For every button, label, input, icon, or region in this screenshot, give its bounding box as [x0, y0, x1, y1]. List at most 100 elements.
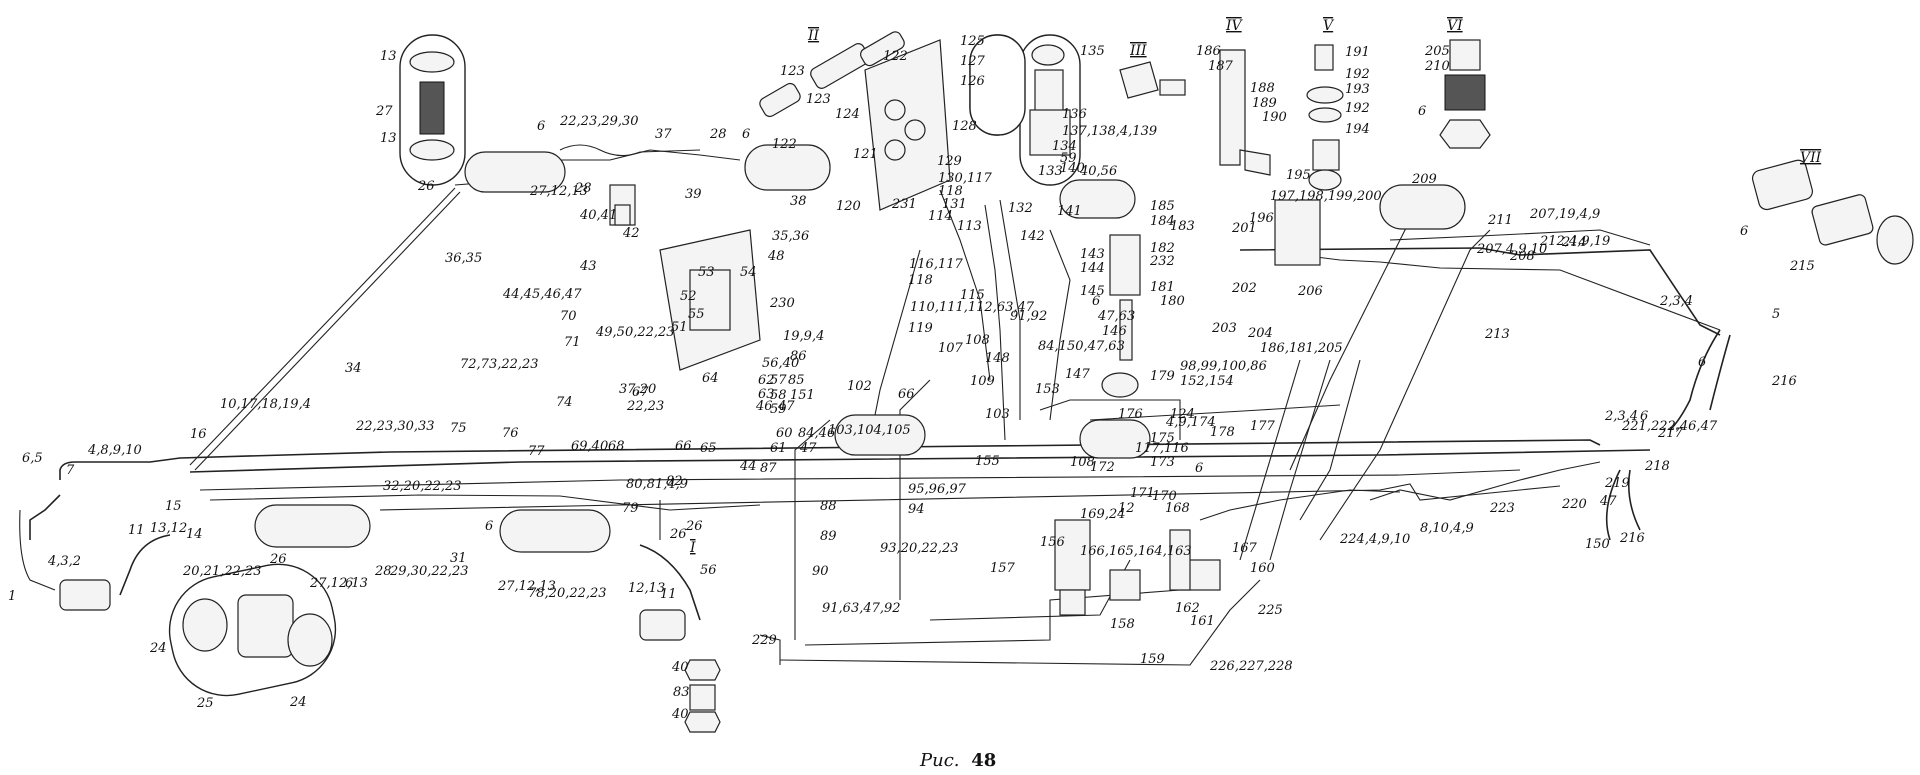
part-label: 173	[1150, 455, 1175, 470]
caption-number: 48	[971, 750, 996, 771]
part-label: 44,45,46,47	[502, 287, 582, 302]
part-label: 77	[528, 444, 545, 459]
part-label: 62	[758, 373, 775, 388]
part-label: 37	[655, 127, 672, 142]
part-label: 217	[1657, 426, 1684, 441]
part-label: 207,19,4,9	[1529, 207, 1600, 222]
valve-components	[59, 31, 1914, 733]
part-label: 201	[1231, 221, 1257, 236]
part-label: 136	[1062, 107, 1087, 122]
part-label: 55	[688, 307, 705, 322]
part-label: 110,111,112,63,47	[910, 300, 1035, 315]
part-label: 86	[790, 349, 807, 364]
part-label: 42	[622, 226, 640, 241]
part-label: 212,4,9,19	[1539, 234, 1610, 249]
part-label: 167	[1232, 541, 1258, 556]
part-label: 116,117	[909, 257, 963, 272]
part-label: 232	[1149, 254, 1175, 269]
part-label: 22,23	[626, 399, 664, 414]
part-label: 204	[1247, 326, 1273, 341]
part-label: 126	[960, 74, 985, 89]
part-label: 35,36	[772, 229, 809, 244]
part-label: 175	[1150, 431, 1175, 446]
part-label: 145	[1080, 284, 1105, 299]
part-label: 76	[502, 426, 519, 441]
part-label: 40,41	[579, 208, 617, 223]
part-label: 158	[1110, 617, 1135, 632]
part-label: 188	[1250, 81, 1275, 96]
part-label: 85	[788, 373, 805, 388]
part-label: 82	[666, 474, 683, 489]
part-label: 27	[375, 104, 393, 119]
air-reservoirs	[254, 144, 1466, 553]
part-label: 13	[380, 49, 397, 64]
part-label: 231	[891, 197, 917, 212]
part-label: 177	[1250, 419, 1276, 434]
part-label: 59	[1060, 151, 1077, 166]
part-label: 181	[1150, 280, 1175, 295]
part-label: 25	[196, 696, 214, 711]
part-label: 8,10,4,9	[1420, 521, 1474, 536]
part-label: 98,99,100,86	[1180, 359, 1267, 374]
part-label: 130,117	[938, 171, 992, 186]
part-label: 219	[1604, 476, 1630, 491]
part-label: 4,9,174	[1165, 415, 1216, 430]
part-label: 197,198,199,200	[1270, 189, 1382, 204]
part-label: 209	[1411, 172, 1437, 187]
part-label: 19,9,4	[783, 329, 824, 344]
part-label: 172	[1090, 460, 1115, 475]
part-label: 124	[1170, 407, 1195, 422]
part-label: 6	[1418, 104, 1426, 119]
part-label: 187	[1208, 59, 1234, 74]
part-label: 192	[1345, 101, 1370, 116]
part-label: 91,63,47,92	[822, 601, 901, 616]
part-label: 203	[1211, 321, 1237, 336]
part-label: 161	[1190, 614, 1215, 629]
part-label: 178	[1210, 425, 1235, 440]
part-label: 168	[1165, 501, 1190, 516]
part-label: 157	[990, 561, 1016, 576]
part-label: 133	[1038, 164, 1063, 179]
part-label: 27,12,13	[529, 184, 588, 199]
part-label: 11	[660, 587, 677, 602]
part-label: 32,20,22,23	[383, 479, 462, 494]
part-label: 44	[739, 459, 757, 474]
part-label: 7	[66, 463, 75, 478]
part-label: 151	[790, 388, 815, 403]
part-label: 84,46	[798, 426, 835, 441]
part-label: 108	[965, 333, 990, 348]
part-label: 10,17,18,19,4	[220, 397, 311, 412]
part-label: 74	[556, 395, 573, 410]
part-label: 28	[574, 181, 592, 196]
part-label: 14	[186, 527, 203, 542]
part-label: 93,20,22,23	[880, 541, 959, 556]
part-label: 46	[755, 399, 773, 414]
part-label: 109	[970, 374, 995, 389]
part-label: 220	[1561, 497, 1587, 512]
part-label: 210	[1424, 59, 1450, 74]
part-label: 155	[975, 454, 1000, 469]
part-label: 218	[1644, 459, 1670, 474]
part-label: 191	[1345, 45, 1370, 60]
part-label: 143	[1080, 247, 1105, 262]
part-label: 224,4,9,10	[1339, 532, 1410, 547]
part-label: 2,3,4	[1604, 409, 1638, 424]
part-label: 215	[1789, 259, 1815, 274]
detail-numeral-iii: III	[1129, 43, 1147, 59]
part-label: 162	[1175, 601, 1200, 616]
part-label: 205	[1424, 44, 1450, 59]
part-label: 195	[1286, 168, 1311, 183]
detail-numeral-vii: VII	[1800, 150, 1822, 166]
caption-prefix: Рис.	[919, 750, 960, 771]
part-label: 186	[1196, 44, 1221, 59]
part-label: 43	[579, 259, 597, 274]
part-label: 214	[1561, 235, 1587, 250]
part-label: 79	[622, 501, 639, 516]
part-label: 49,50,22,23	[595, 325, 675, 340]
part-label: 26	[685, 519, 703, 534]
part-label: 229	[751, 633, 777, 648]
part-label: 208	[1509, 249, 1535, 264]
part-label: 120	[836, 199, 861, 214]
